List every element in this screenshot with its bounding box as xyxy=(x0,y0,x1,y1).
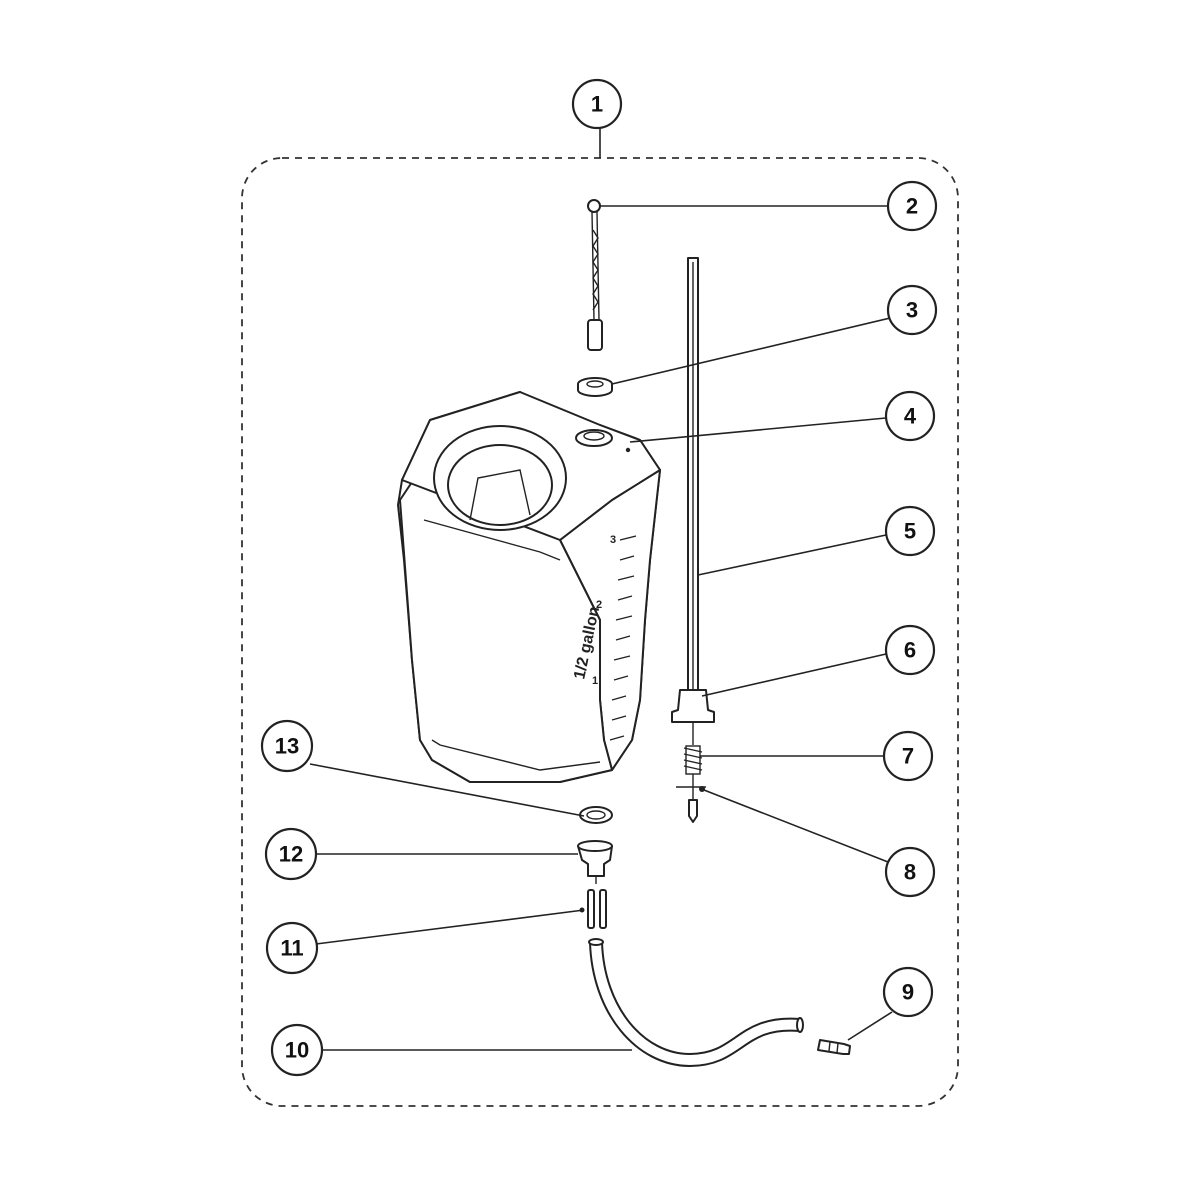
callout-10-label: 10 xyxy=(285,1038,309,1063)
part-hose xyxy=(588,938,804,1068)
callout-2: 2 xyxy=(886,180,938,232)
callout-12-label: 12 xyxy=(279,842,303,867)
leader-6 xyxy=(701,653,887,697)
callout-7-label: 7 xyxy=(902,744,914,769)
callout-8: 8 xyxy=(884,846,936,898)
part-nozzle xyxy=(817,1039,851,1055)
scale-mark-2: 2 xyxy=(596,599,602,611)
part-screws xyxy=(579,889,607,929)
part-outlet-fitting xyxy=(577,840,613,884)
callout-11-label: 11 xyxy=(280,936,303,961)
callout-7: 7 xyxy=(882,730,934,782)
callout-8-label: 8 xyxy=(904,860,916,885)
leader-3 xyxy=(611,317,891,385)
callout-1-label: 1 xyxy=(591,92,603,117)
callout-13-label: 13 xyxy=(275,734,299,759)
part-pin xyxy=(676,786,706,792)
scale-mark-1: 1 xyxy=(592,675,598,687)
part-washer xyxy=(579,806,613,824)
callout-1: 1 xyxy=(571,78,623,130)
callout-6-label: 6 xyxy=(904,638,916,663)
callout-5: 5 xyxy=(884,505,936,557)
tank-volume-scale: 3 2 1 xyxy=(592,534,637,741)
callout-12: 12 xyxy=(264,827,318,881)
part-tube-fitting xyxy=(671,689,715,745)
callout-11: 11 xyxy=(265,921,319,975)
callout-9: 9 xyxy=(882,966,934,1018)
leader-13 xyxy=(309,763,585,817)
scale-mark-3: 3 xyxy=(610,534,616,546)
part-cap-strap xyxy=(587,199,603,351)
leader-5 xyxy=(697,534,887,576)
callout-2-label: 2 xyxy=(906,194,918,219)
part-dip-tube xyxy=(687,257,699,699)
callout-3-label: 3 xyxy=(906,298,918,323)
part-cap xyxy=(577,377,613,397)
callout-9-label: 9 xyxy=(902,980,914,1005)
part-spring xyxy=(683,745,703,823)
callout-3: 3 xyxy=(886,284,938,336)
callout-4-label: 4 xyxy=(904,404,917,429)
leader-lines xyxy=(309,126,893,1051)
leader-9 xyxy=(847,1011,893,1041)
leader-8 xyxy=(703,789,889,863)
callout-10: 10 xyxy=(270,1023,324,1077)
callout-6: 6 xyxy=(884,624,936,676)
part-tank: 3 2 1 1/2 gallon xyxy=(397,391,661,783)
leader-11 xyxy=(315,909,585,945)
callout-4: 4 xyxy=(884,390,936,442)
callout-5-label: 5 xyxy=(904,519,916,544)
leader-4 xyxy=(629,417,887,443)
callout-13: 13 xyxy=(260,719,314,773)
